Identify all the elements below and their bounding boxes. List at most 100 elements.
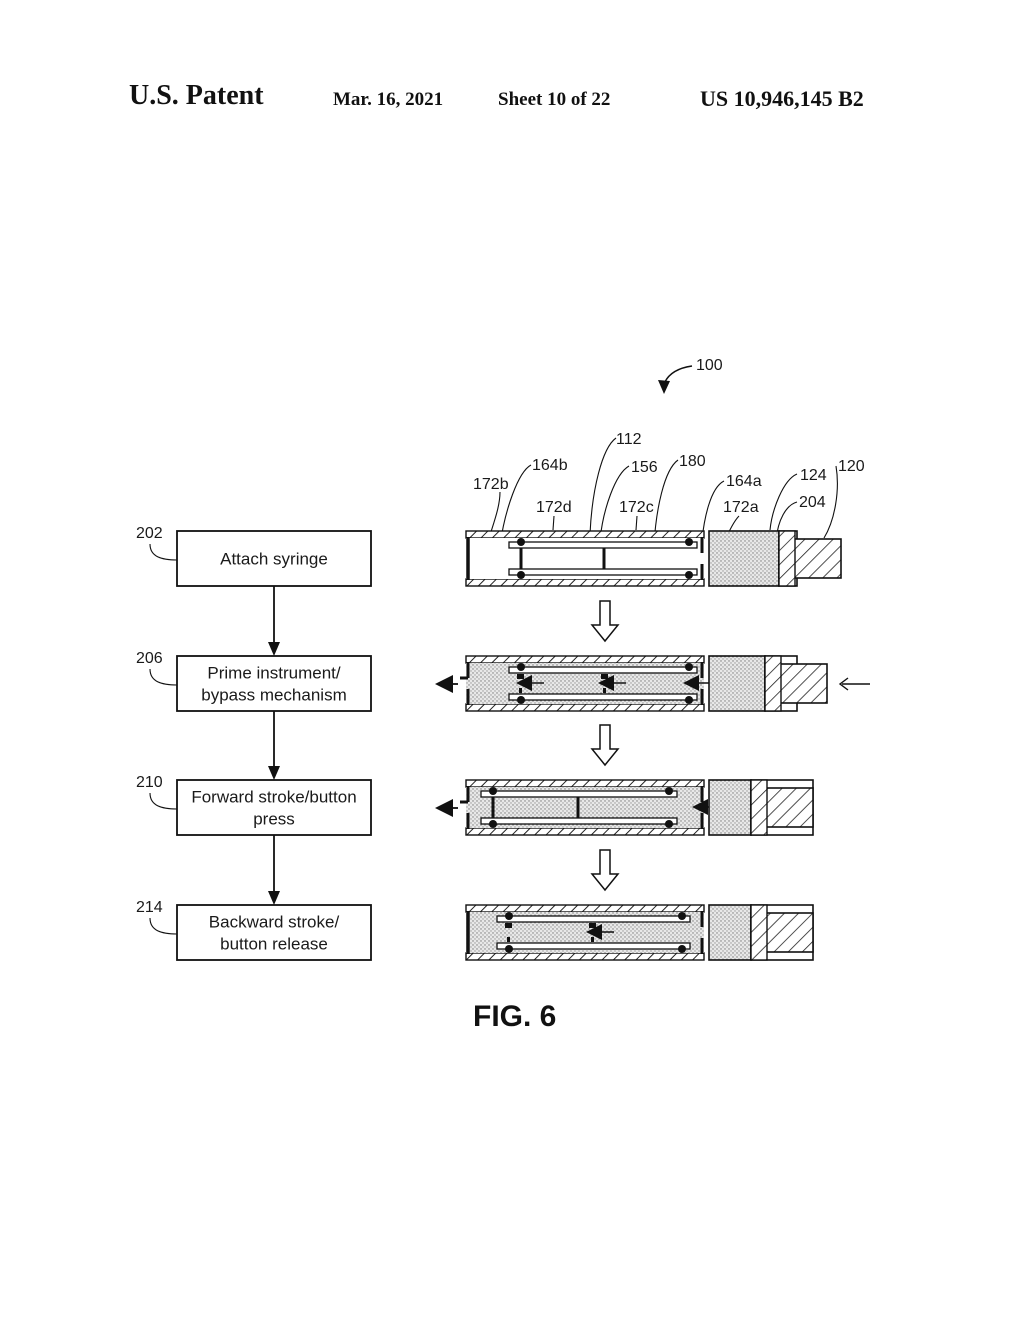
flow-step-202: Attach syringe 202 xyxy=(136,525,372,656)
flow-step-text: press xyxy=(253,810,295,829)
flow-connector-arrowhead xyxy=(268,642,280,656)
plunger-head xyxy=(750,904,768,961)
housing-bottom-wall xyxy=(465,827,705,836)
valve-172c-open xyxy=(589,923,596,928)
plunger-head xyxy=(764,655,782,712)
flow-step-214: Backward stroke/button release 214 xyxy=(136,899,372,961)
flow-connector-arrowhead xyxy=(268,891,280,905)
flow-step-206: Prime instrument/bypass mechanism 206 xyxy=(136,650,372,780)
housing-top-wall xyxy=(465,530,705,539)
label-156: 156 xyxy=(631,459,658,476)
flow-step-box xyxy=(176,904,372,961)
syringe-barrel xyxy=(708,530,780,587)
label-100: 100 xyxy=(696,357,723,374)
flow-step-leader xyxy=(149,668,178,686)
plunger-head xyxy=(750,779,768,836)
patent-date: Mar. 16, 2021 xyxy=(333,89,444,110)
syringe-barrel xyxy=(708,779,752,836)
inner-arm-top xyxy=(508,666,698,674)
flow-step-ref-label: 214 xyxy=(136,899,163,916)
patent-header-title: U.S. Patent xyxy=(129,80,264,111)
device-reference-100: 100 xyxy=(658,357,723,394)
valve-172d-open xyxy=(505,923,512,928)
valve-172d-open-lower xyxy=(519,688,522,693)
housing-top-wall xyxy=(465,904,705,913)
valve-172c-open xyxy=(601,674,608,679)
syringe-barrel xyxy=(708,655,766,712)
figure-caption: FIG. 6 xyxy=(473,1000,556,1033)
device-stages xyxy=(435,530,870,961)
o-ring-seal xyxy=(678,945,686,953)
press-direction-arrowhead xyxy=(838,677,849,691)
flow-connector-arrowhead xyxy=(268,766,280,780)
syringe-barrel xyxy=(708,904,752,961)
flow-step-leader xyxy=(149,792,178,810)
down-arrow-icon xyxy=(590,724,620,767)
flow-step-text: Forward stroke/button xyxy=(191,788,356,807)
valve-172d-open xyxy=(517,674,524,679)
housing-bottom-wall xyxy=(465,952,705,961)
label-172b: 172b xyxy=(473,476,509,493)
o-ring-seal xyxy=(685,696,693,704)
o-ring-seal xyxy=(505,945,513,953)
flow-step-text: Attach syringe xyxy=(220,550,328,569)
device-stage-prime xyxy=(435,655,870,712)
housing-top-wall xyxy=(465,655,705,664)
device-stage-forward-stroke xyxy=(435,779,814,836)
housing-top-wall xyxy=(465,779,705,788)
reference-labels: 112 164b 156 180 172b 164a 124 120 172d … xyxy=(473,431,865,546)
flow-step-ref-label: 210 xyxy=(136,774,163,791)
label-120: 120 xyxy=(838,458,865,475)
o-ring-seal xyxy=(678,912,686,920)
stage-transition-arrows xyxy=(590,600,620,892)
label-112: 112 xyxy=(616,431,642,448)
o-ring-seal xyxy=(685,663,693,671)
down-arrow-icon xyxy=(590,600,620,643)
device-stage-backward-stroke xyxy=(465,904,814,961)
housing-bottom-wall xyxy=(465,578,705,587)
label-164a: 164a xyxy=(726,473,762,490)
flow-step-box xyxy=(176,779,372,836)
o-ring-seal xyxy=(505,912,513,920)
o-ring-seal xyxy=(517,571,525,579)
inner-arm-bottom xyxy=(480,817,678,825)
o-ring-seal xyxy=(517,663,525,671)
valve-172c-open-lower xyxy=(603,688,606,693)
inner-arm-top xyxy=(480,790,678,798)
sheet-number: Sheet 10 of 22 xyxy=(498,89,611,110)
label-204: 204 xyxy=(799,494,826,511)
flow-step-leader xyxy=(149,543,178,561)
down-arrow-icon xyxy=(590,849,620,892)
o-ring-seal xyxy=(489,820,497,828)
o-ring-seal xyxy=(665,820,673,828)
flow-step-text: Backward stroke/ xyxy=(209,913,340,932)
inner-arm-bottom xyxy=(496,942,691,950)
o-ring-seal xyxy=(517,696,525,704)
inner-arm-top xyxy=(508,541,698,549)
inner-arm-bottom xyxy=(508,568,698,576)
label-164b: 164b xyxy=(532,457,568,474)
flow-step-text: button release xyxy=(220,935,328,954)
o-ring-seal xyxy=(685,571,693,579)
o-ring-seal xyxy=(489,787,497,795)
inner-arm-bottom xyxy=(508,693,698,701)
flow-step-text: bypass mechanism xyxy=(201,686,347,705)
o-ring-seal xyxy=(685,538,693,546)
flow-step-leader xyxy=(149,917,178,935)
flow-step-box xyxy=(176,655,372,712)
inner-arm-top xyxy=(496,915,691,923)
label-172c: 172c xyxy=(619,499,654,516)
patent-number: US 10,946,145 B2 xyxy=(700,86,864,111)
valve-172c-open-lower xyxy=(591,937,594,942)
device-stage-attach-syringe xyxy=(465,530,842,587)
valve-172d-open-lower xyxy=(507,937,510,942)
plunger-head xyxy=(778,530,796,587)
flow-step-text: Prime instrument/ xyxy=(207,664,340,683)
o-ring-seal xyxy=(517,538,525,546)
flow-step-ref-label: 202 xyxy=(136,525,163,542)
flow-step-ref-label: 206 xyxy=(136,650,163,667)
label-172d: 172d xyxy=(536,499,572,516)
label-124: 124 xyxy=(800,467,827,484)
